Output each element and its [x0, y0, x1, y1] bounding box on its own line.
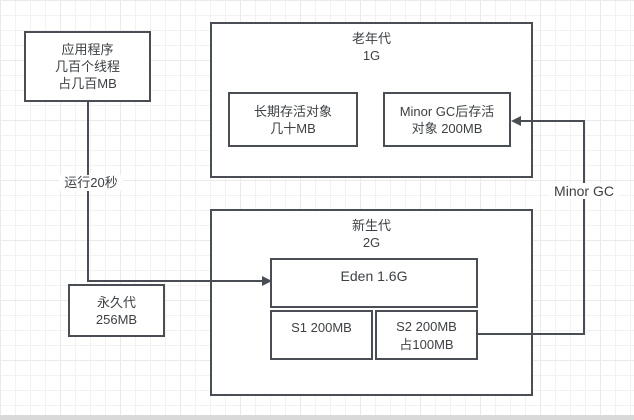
permanent-generation-name: 永久代 — [96, 294, 136, 310]
s1-survivor-box: S1 200MB — [270, 310, 373, 360]
long-lived-objects-line: 长期存活对象 — [253, 103, 332, 119]
run-duration-edge-label: 运行20秒 — [59, 175, 123, 191]
arrowhead-into-survivor-icon — [511, 116, 521, 126]
permanent-generation-box: 永久代 256MB — [68, 284, 165, 337]
horizontal-scrollbar[interactable] — [0, 415, 634, 420]
app-to-perm-connector-line — [87, 101, 89, 281]
old-generation-title: 老年代 1G — [212, 30, 531, 64]
eden-label: Eden 1.6G — [340, 268, 408, 284]
s2-label-line: S2 200MB — [396, 319, 457, 334]
old-generation-name: 老年代 — [351, 31, 391, 46]
application-box-line: 占几百MB — [58, 76, 117, 91]
young-generation-size: 2G — [362, 235, 381, 250]
long-lived-objects-line: 几十MB — [270, 120, 316, 136]
arrowhead-into-eden-icon — [262, 276, 272, 286]
minorgc-to-survivor-connector-line — [519, 120, 584, 122]
young-generation-box: 新生代 2G Eden 1.6G S1 200MB S2 200MB 占100M… — [210, 209, 533, 396]
minor-gc-survivor-line: Minor GC后存活 — [399, 103, 495, 119]
minor-gc-edge-label: Minor GC — [549, 183, 619, 199]
application-box: 应用程序 几百个线程 占几百MB — [24, 31, 151, 102]
minorgc-vertical-connector-line — [583, 120, 585, 335]
application-box-line: 应用程序 — [61, 42, 114, 57]
long-lived-objects-box: 长期存活对象 几十MB — [228, 92, 358, 147]
application-box-line: 几百个线程 — [54, 59, 120, 74]
perm-to-eden-connector-line — [87, 280, 262, 282]
young-generation-title: 新生代 2G — [212, 217, 531, 251]
young-generation-name: 新生代 — [351, 218, 391, 233]
s1-label: S1 200MB — [291, 320, 352, 335]
s2-to-minorgc-connector-line — [478, 333, 585, 335]
minor-gc-survivor-box: Minor GC后存活 对象 200MB — [383, 92, 511, 147]
eden-box: Eden 1.6G — [270, 258, 478, 308]
s2-label-line: 占100MB — [399, 337, 454, 352]
old-generation-size: 1G — [362, 48, 381, 63]
old-generation-box: 老年代 1G 长期存活对象 几十MB Minor GC后存活 对象 200MB — [210, 22, 533, 178]
s2-survivor-box: S2 200MB 占100MB — [375, 310, 478, 360]
permanent-generation-size: 256MB — [95, 311, 138, 327]
minor-gc-survivor-line: 对象 200MB — [411, 120, 483, 136]
